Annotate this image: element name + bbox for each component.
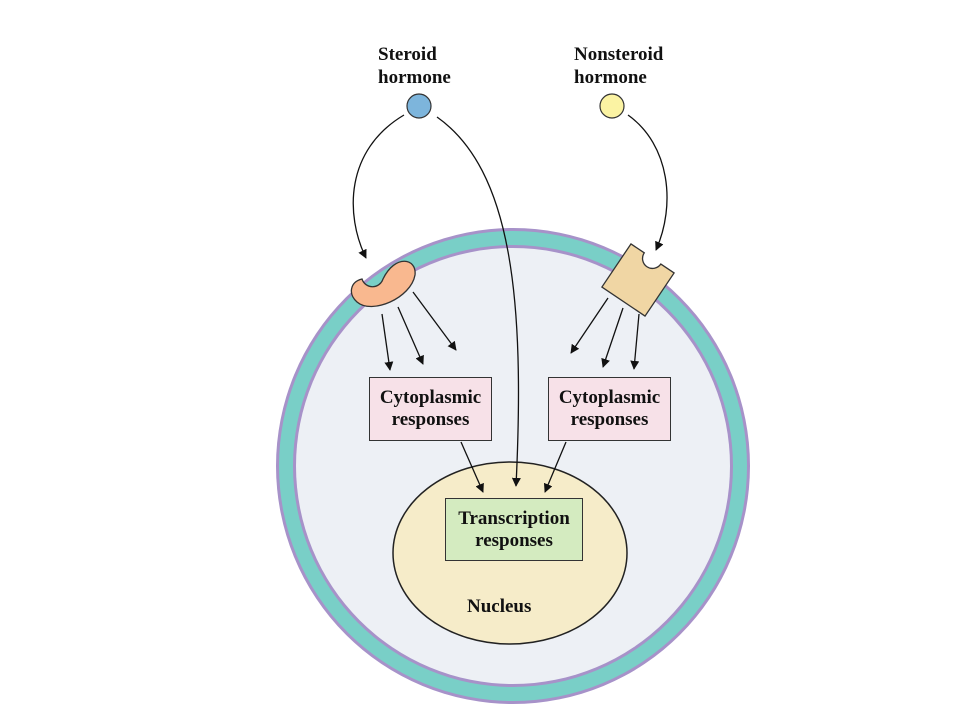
cyto-right-line1: Cytoplasmic [558, 387, 661, 408]
nonsteroid-hormone-label-line1: Nonsteroid [574, 44, 664, 65]
steroid-hormone-molecule [406, 93, 432, 119]
cyto-left-line1: Cytoplasmic [379, 387, 482, 408]
arrow-steroid-to-nucleus [436, 116, 521, 487]
arrow-steroid-receptor-cyto-2 [397, 306, 424, 365]
steroid-receptor [350, 260, 416, 308]
arrow-steroid-to-receptor [352, 114, 405, 259]
transcription-responses-box: Transcription responses [445, 498, 583, 561]
arrow-nonsteroid-receptor-cyto-3 [630, 313, 640, 370]
nucleus-label: Nucleus [467, 596, 532, 617]
arrow-steroid-receptor-cyto-1 [381, 313, 394, 371]
nonsteroid-receptor [601, 243, 675, 317]
arrow-nonsteroid-receptor-cyto-1 [570, 297, 609, 354]
cyto-left-line2: responses [391, 409, 470, 430]
cytoplasmic-responses-right-box: Cytoplasmic responses [548, 377, 671, 441]
nonsteroid-hormone-label-line2: hormone [574, 67, 647, 88]
cyto-right-line2: responses [570, 409, 649, 430]
steroid-hormone-label-line2: hormone [378, 67, 451, 88]
arrow-cyto-right-to-transcription [543, 441, 567, 493]
transcription-line1: Transcription [458, 507, 570, 529]
nonsteroid-hormone-molecule [599, 93, 625, 119]
steroid-hormone-label: Steroid hormone [378, 43, 451, 89]
arrows [352, 114, 668, 493]
arrow-steroid-receptor-cyto-3 [412, 291, 457, 351]
arrow-cyto-left-to-transcription [460, 441, 484, 493]
cytoplasmic-responses-left-box: Cytoplasmic responses [369, 377, 492, 441]
steroid-hormone-label-line1: Steroid [378, 44, 437, 65]
arrow-nonsteroid-to-receptor [627, 114, 668, 251]
arrow-nonsteroid-receptor-cyto-2 [601, 307, 624, 368]
transcription-line2: responses [475, 529, 553, 551]
nonsteroid-hormone-label: Nonsteroid hormone [574, 43, 663, 89]
